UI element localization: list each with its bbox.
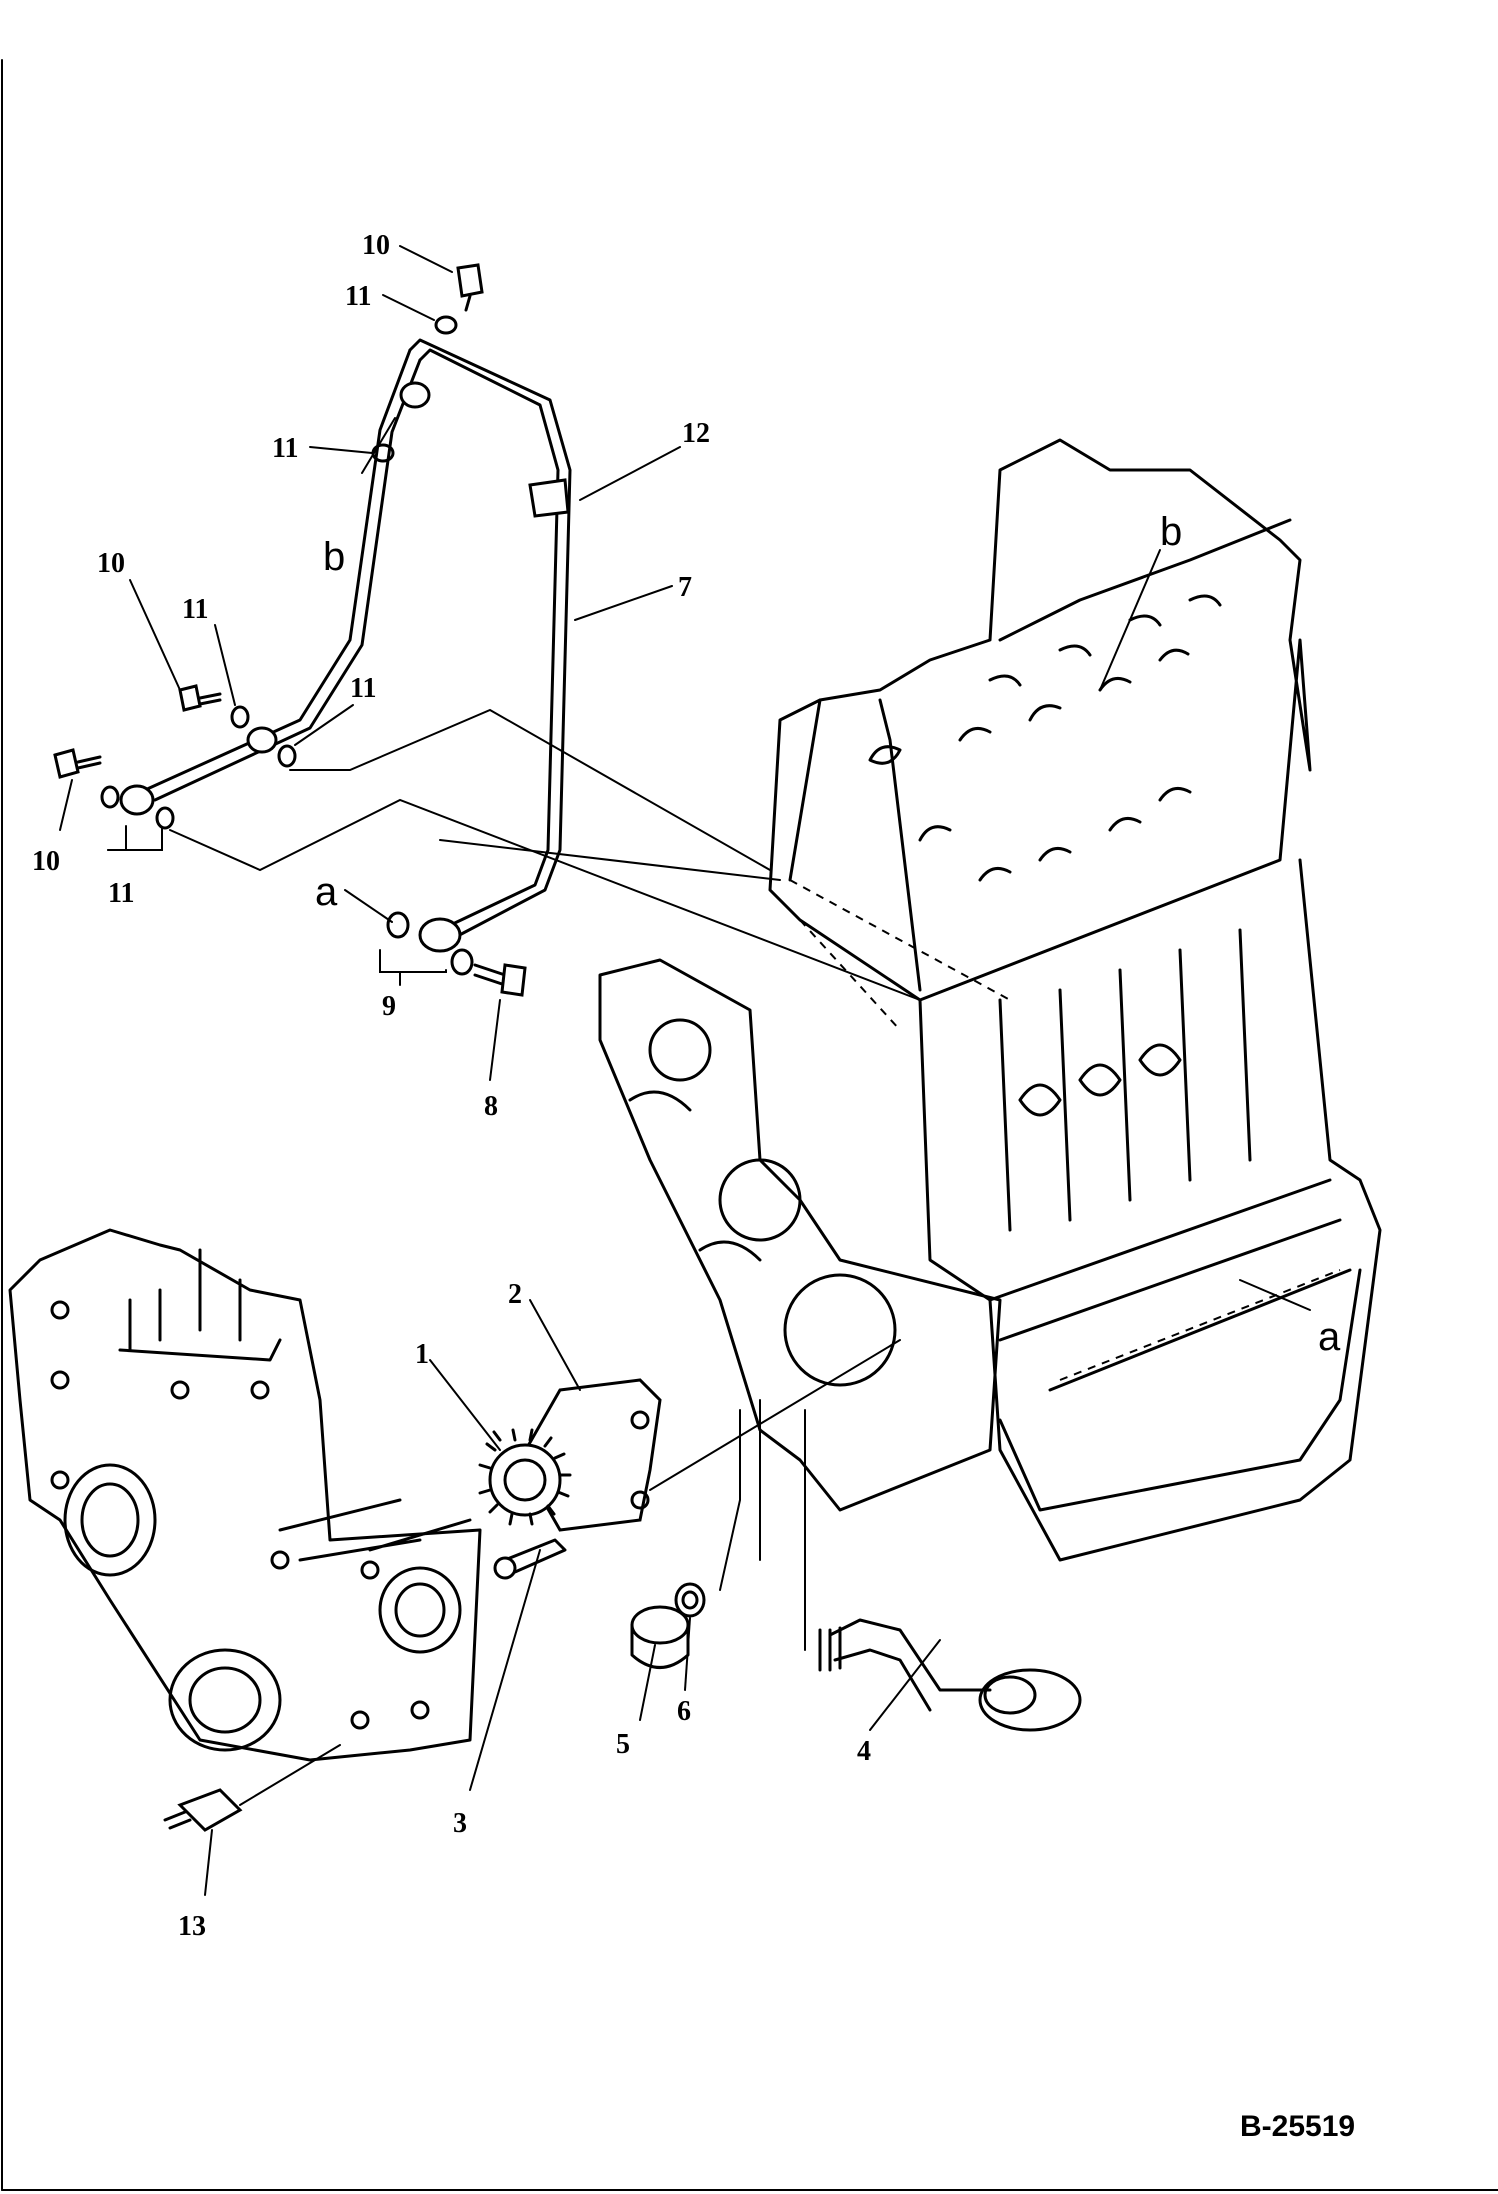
engine-block (768, 438, 1382, 1562)
gear-case (8, 1228, 482, 1762)
washer-6 (674, 1582, 706, 1618)
pressure-switch-13 (163, 1744, 341, 1832)
callout-11-mid: 11 (182, 594, 208, 625)
callout-3: 3 (453, 1808, 467, 1839)
oil-pump (478, 1378, 662, 1532)
callout-7: 7 (678, 572, 692, 603)
connection-a-pipe: a (315, 870, 338, 914)
callouts: 10 11 11 b 12 7 b 10 11 11 10 11 a 9 8 a… (32, 230, 1355, 2143)
callout-12: 12 (682, 418, 710, 449)
leader-lines (59, 245, 941, 1896)
callout-5: 5 (616, 1729, 630, 1760)
bolt-10-mid (178, 684, 222, 712)
callout-2: 2 (508, 1279, 522, 1310)
connection-b-block: b (1160, 510, 1182, 554)
callout-8: 8 (484, 1091, 498, 1122)
washers-9 (386, 911, 474, 976)
callout-11-top: 11 (345, 281, 371, 312)
connection-a-block: a (1318, 1315, 1341, 1359)
callout-11-bottom: 11 (108, 878, 134, 909)
callout-10-mid: 10 (97, 548, 125, 579)
page-border (1, 59, 1498, 2191)
callout-10-top: 10 (362, 230, 390, 261)
bolt-3 (493, 1538, 567, 1580)
washers-11 (100, 315, 458, 830)
plug-5 (630, 1605, 690, 1669)
bolt-8 (473, 963, 527, 997)
connection-b-pipe: b (323, 535, 345, 579)
callout-6: 6 (677, 1696, 691, 1727)
callout-10-left: 10 (32, 846, 60, 877)
explosion-lines (169, 708, 921, 1651)
front-plate (598, 958, 1002, 1512)
bolt-10-left (53, 748, 102, 779)
bolt-10-top (456, 263, 484, 312)
callout-11-right: 11 (350, 673, 376, 704)
drawing-reference: B-25519 (1240, 2110, 1355, 2143)
callout-9: 9 (382, 991, 396, 1022)
callout-11-upper: 11 (272, 433, 298, 464)
oil-strainer-4 (818, 1618, 1082, 1732)
callout-1: 1 (415, 1339, 429, 1370)
callout-4: 4 (857, 1736, 871, 1767)
callout-13: 13 (178, 1911, 206, 1942)
oil-pipe-7 (119, 338, 572, 953)
